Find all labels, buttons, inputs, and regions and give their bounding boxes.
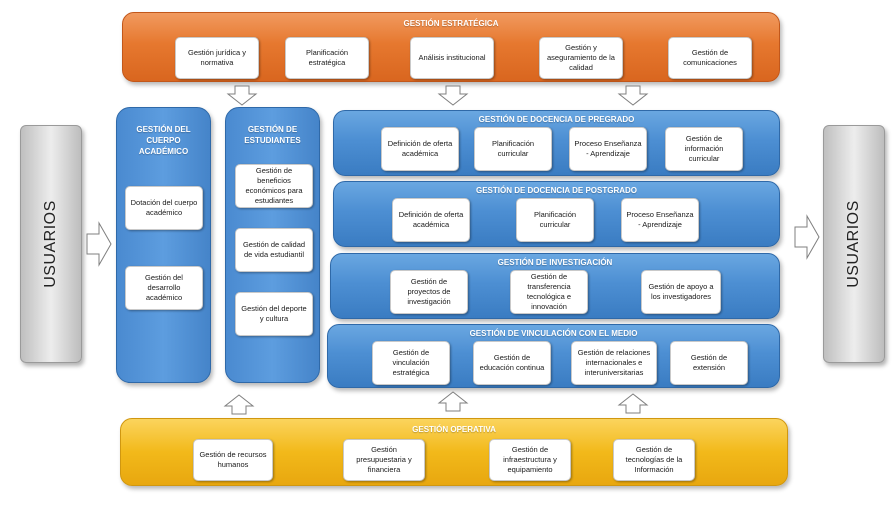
- process-box: Definición de oferta académica: [392, 198, 470, 242]
- gestion-estudiantes-column: GESTIÓN DE ESTUDIANTES Gestión de benefi…: [225, 107, 320, 383]
- process-box: Gestión del deporte y cultura: [235, 292, 313, 336]
- process-box: Gestión de vinculación estratégica: [372, 341, 450, 385]
- process-box: Gestión presupuestaria y financiera: [343, 439, 425, 481]
- process-box: Gestión de calidad de vida estudiantil: [235, 228, 313, 272]
- arrow-down-icon: [617, 85, 649, 106]
- gestion-postgrado-band: GESTIÓN DE DOCENCIA DE POSTGRADO Definic…: [333, 181, 780, 247]
- process-box: Gestión de proyectos de investigación: [390, 270, 468, 314]
- gestion-operativa-band: GESTIÓN OPERATIVA Gestión de recursos hu…: [120, 418, 788, 486]
- gestion-estudiantes-title: GESTIÓN DE ESTUDIANTES: [244, 125, 301, 145]
- process-box: Gestión de extensión: [670, 341, 748, 385]
- process-box: Gestión de educación continua: [473, 341, 551, 385]
- process-box: Gestión de recursos humanos: [193, 439, 273, 481]
- process-box: Planificación curricular: [516, 198, 594, 242]
- process-box: Análisis institucional: [410, 37, 494, 79]
- process-box: Gestión de transferencia tecnológica e i…: [510, 270, 588, 314]
- gestion-estrategica-band: GESTIÓN ESTRATÉGICA Gestión jurídica y n…: [122, 12, 780, 82]
- process-box: Gestión de infraestructura y equipamient…: [489, 439, 571, 481]
- gestion-estrategica-title: GESTIÓN ESTRATÉGICA: [403, 19, 499, 28]
- process-box: Planificación curricular: [474, 127, 552, 171]
- process-box: Proceso Enseñanza - Aprendizaje: [621, 198, 699, 242]
- usuarios-left-label: USUARIOS: [42, 200, 59, 288]
- process-box: Gestión de relaciones internacionales e …: [571, 341, 657, 385]
- arrow-up-icon: [617, 393, 649, 414]
- process-box: Definición de oferta académica: [381, 127, 459, 171]
- gestion-vinculacion-band: GESTIÓN DE VINCULACIÓN CON EL MEDIO Gest…: [327, 324, 780, 388]
- process-box: Gestión de apoyo a los investigadores: [641, 270, 721, 314]
- usuarios-right-panel: USUARIOS: [823, 125, 885, 363]
- arrow-down-icon: [437, 85, 469, 106]
- gestion-cuerpo-academico-column: GESTIÓN DEL CUERPO ACADÉMICO Dotación de…: [116, 107, 211, 383]
- gestion-investigacion-band: GESTIÓN DE INVESTIGACIÓN Gestión de proy…: [330, 253, 780, 319]
- gestion-pregrado-title: GESTIÓN DE DOCENCIA DE PREGRADO: [478, 115, 635, 124]
- gestion-cuerpo-academico-title: GESTIÓN DEL CUERPO ACADÉMICO: [136, 125, 191, 156]
- arrow-down-icon: [226, 85, 258, 106]
- gestion-vinculacion-title: GESTIÓN DE VINCULACIÓN CON EL MEDIO: [469, 329, 638, 338]
- process-box: Gestión de información curricular: [665, 127, 743, 171]
- process-box: Dotación del cuerpo académico: [125, 186, 203, 230]
- process-box: Proceso Enseñanza - Aprendizaje: [569, 127, 647, 171]
- process-box: Gestión de comunicaciones: [668, 37, 752, 79]
- gestion-operativa-title: GESTIÓN OPERATIVA: [412, 425, 496, 434]
- arrow-right-icon: [794, 214, 820, 260]
- process-box: Planificación estratégica: [285, 37, 369, 79]
- process-box: Gestión del desarrollo académico: [125, 266, 203, 310]
- gestion-investigacion-title: GESTIÓN DE INVESTIGACIÓN: [497, 258, 613, 267]
- process-box: Gestión jurídica y normativa: [175, 37, 259, 79]
- gestion-pregrado-band: GESTIÓN DE DOCENCIA DE PREGRADO Definici…: [333, 110, 780, 176]
- arrow-right-icon: [86, 221, 112, 267]
- process-box: Gestión y aseguramiento de la calidad: [539, 37, 623, 79]
- usuarios-left-panel: USUARIOS: [20, 125, 82, 363]
- arrow-up-icon: [223, 394, 255, 415]
- usuarios-right-label: USUARIOS: [845, 200, 862, 288]
- arrow-up-icon: [437, 391, 469, 412]
- process-box: Gestión de beneficios económicos para es…: [235, 164, 313, 208]
- process-box: Gestión de tecnologías de la Información: [613, 439, 695, 481]
- gestion-postgrado-title: GESTIÓN DE DOCENCIA DE POSTGRADO: [475, 186, 638, 195]
